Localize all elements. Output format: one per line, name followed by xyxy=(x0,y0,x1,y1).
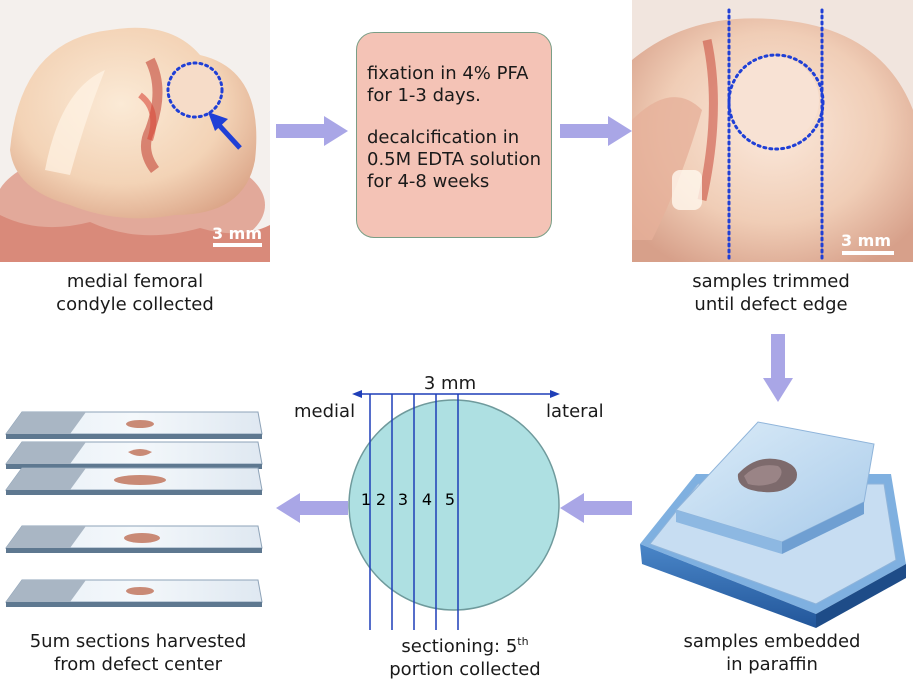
sectioning-caption-line1: sectioning: 5th xyxy=(370,630,560,658)
slide-3 xyxy=(5,467,263,495)
sectioning-caption-line2: portion collected xyxy=(389,659,541,680)
defect-pointer-arrow xyxy=(216,122,242,150)
portion-2: 2 xyxy=(376,490,386,509)
condyle-photo: 3 mm xyxy=(0,0,270,262)
process-box: fixation in 4% PFA for 1-3 days. decalci… xyxy=(356,32,552,238)
scale-label-2: 3 mm xyxy=(841,231,891,250)
trimmed-caption-line1: samples trimmed xyxy=(692,271,850,292)
portion-5: 5 xyxy=(445,490,455,509)
arrow-to-embedding xyxy=(763,334,793,402)
process-line-4: 0.5M EDTA solution xyxy=(367,149,542,170)
defect-marker-circle xyxy=(166,61,224,119)
slide-1 xyxy=(5,411,263,439)
glass-slides xyxy=(5,411,263,607)
embedding-caption-line1: samples embedded xyxy=(683,631,861,652)
trimmed-photo: 3 mm xyxy=(632,0,913,262)
embedding-caption: samples embedded in paraffin xyxy=(672,630,872,676)
sectioning-caption: sectioning: 5th portion collected xyxy=(370,630,560,681)
paraffin-block xyxy=(640,421,906,628)
arrow-to-slides xyxy=(276,493,348,523)
arrow-to-sectioning xyxy=(560,493,632,523)
slides-caption-line1: 5um sections harvested xyxy=(29,631,247,652)
condyle-caption-line1: medial femoral xyxy=(66,271,204,292)
condyle-caption-line2: condyle collected xyxy=(56,294,214,315)
sectioning-caption-sup: th xyxy=(517,635,529,648)
process-line-5: for 4-8 weeks xyxy=(367,171,490,192)
trimmed-caption-line2: until defect edge xyxy=(694,294,848,315)
slides-caption-line2: from defect center xyxy=(53,654,223,675)
sectioning-diagram: 3 mm medial lateral 1 2 3 4 5 xyxy=(294,373,604,630)
medial-label: medial xyxy=(294,401,355,422)
slide-5 xyxy=(5,579,263,607)
slides-caption: 5um sections harvested from defect cente… xyxy=(8,630,268,676)
condyle-caption: medial femoral condyle collected xyxy=(40,270,230,316)
portion-4: 4 xyxy=(422,490,432,509)
sample-cross-section xyxy=(348,399,560,611)
portion-3: 3 xyxy=(398,490,408,509)
defect-marker-circle-2 xyxy=(727,53,825,151)
process-line-2: for 1-3 days. xyxy=(367,85,481,106)
width-label: 3 mm xyxy=(424,373,476,394)
portion-1: 1 xyxy=(361,490,371,509)
sectioning-caption-prefix: sectioning: 5 xyxy=(401,636,518,657)
arrow-to-process xyxy=(276,116,348,146)
lateral-label: lateral xyxy=(546,401,604,422)
slide-4 xyxy=(5,525,263,553)
slide-2 xyxy=(5,441,263,469)
embedding-caption-line2: in paraffin xyxy=(726,654,818,675)
trimmed-caption: samples trimmed until defect edge xyxy=(676,270,866,316)
process-line-3: decalcification in xyxy=(367,127,520,148)
arrow-to-trimmed xyxy=(560,116,632,146)
process-line-1: fixation in 4% PFA xyxy=(367,63,529,84)
scale-label: 3 mm xyxy=(212,224,262,243)
